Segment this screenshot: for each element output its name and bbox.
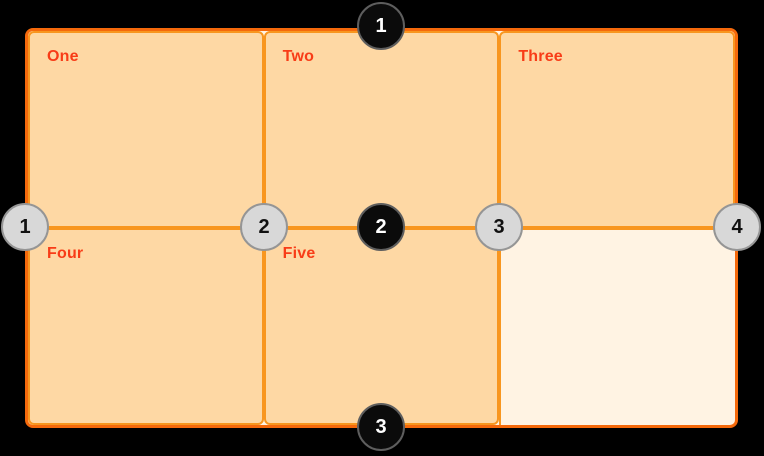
row-line-badge-3: 3: [357, 403, 405, 451]
grid-container: One Two Three Four Five: [25, 28, 738, 428]
row-line-badge-1: 1: [357, 2, 405, 50]
cell-label-four: Four: [47, 245, 84, 262]
column-line-badge-4: 4: [713, 203, 761, 251]
row-line-badge-2: 2: [357, 203, 405, 251]
grid-cell-five: Five: [263, 228, 500, 425]
column-line-badge-3: 3: [475, 203, 523, 251]
grid-cell-one: One: [28, 31, 264, 228]
grid-cell-four: Four: [28, 228, 264, 425]
grid-cell-two: Two: [263, 31, 500, 228]
cell-label-two: Two: [282, 48, 315, 65]
cell-label-five: Five: [282, 245, 316, 262]
grid-cell-empty: [499, 228, 735, 425]
column-line-badge-2: 2: [240, 203, 288, 251]
cell-label-three: Three: [518, 48, 563, 65]
grid-cell-three: Three: [499, 31, 735, 228]
cell-label-one: One: [47, 48, 79, 65]
column-line-badge-1: 1: [1, 203, 49, 251]
